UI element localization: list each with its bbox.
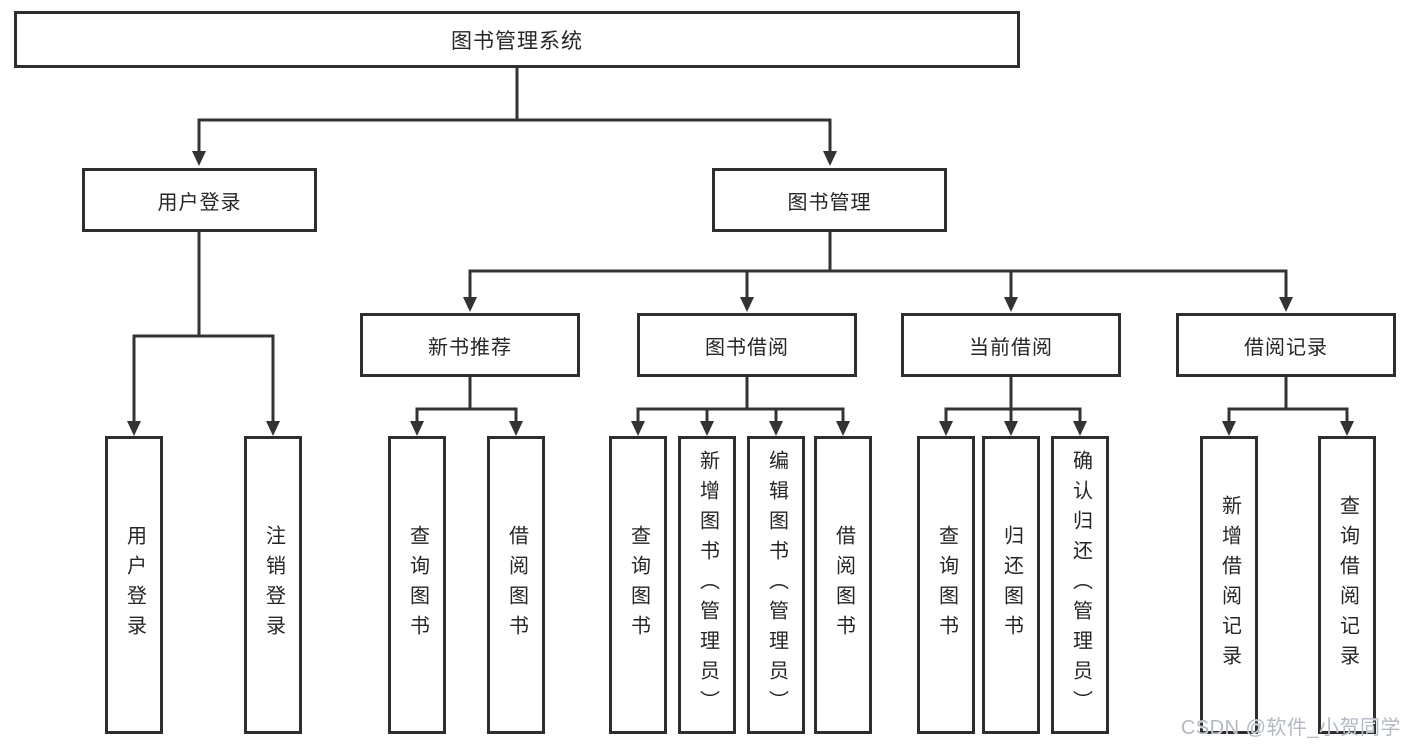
node-leaf-query-books-2: 查询图书: [609, 436, 667, 734]
node-leaf-edit-books-admin: 编辑图书（管理员）: [747, 436, 805, 734]
node-leaf-borrow-books-2: 借阅图书: [814, 436, 872, 734]
node-new-book-recommendation-label: 新书推荐: [428, 336, 512, 359]
node-current-borrowing-label: 当前借阅: [969, 336, 1053, 359]
node-root-label: 图书管理系统: [451, 29, 583, 53]
node-leaf-query-borrow-record-label: 查询借阅记录: [1336, 495, 1359, 675]
node-leaf-borrow-books-1-label: 借阅图书: [505, 525, 528, 645]
node-leaf-confirm-return-admin: 确认归还（管理员）: [1051, 436, 1109, 734]
node-leaf-query-books-1-label: 查询图书: [406, 525, 429, 645]
node-leaf-add-borrow-record-label: 新增借阅记录: [1218, 495, 1241, 675]
node-user-login: 用户登录: [82, 168, 317, 232]
node-leaf-borrow-books-1: 借阅图书: [487, 436, 545, 734]
node-leaf-user-login: 用户登录: [105, 436, 163, 734]
node-book-management-label: 图书管理: [787, 191, 872, 214]
node-current-borrowing: 当前借阅: [901, 313, 1121, 377]
node-book-borrowing: 图书借阅: [637, 313, 857, 377]
node-leaf-borrow-books-2-label: 借阅图书: [832, 525, 855, 645]
node-borrowing-records: 借阅记录: [1176, 313, 1396, 377]
node-new-book-recommendation: 新书推荐: [360, 313, 580, 377]
node-leaf-query-books-1: 查询图书: [388, 436, 446, 734]
node-leaf-user-login-label: 用户登录: [123, 525, 146, 645]
node-leaf-edit-books-admin-label: 编辑图书（管理员）: [765, 450, 788, 720]
node-leaf-query-borrow-record: 查询借阅记录: [1318, 436, 1376, 734]
node-leaf-add-books-admin: 新增图书（管理员）: [678, 436, 736, 734]
node-leaf-logout-label: 注销登录: [262, 525, 285, 645]
node-leaf-add-borrow-record: 新增借阅记录: [1200, 436, 1258, 734]
node-user-login-label: 用户登录: [157, 191, 242, 214]
node-leaf-query-books-3: 查询图书: [917, 436, 975, 734]
node-leaf-confirm-return-admin-label: 确认归还（管理员）: [1069, 450, 1092, 720]
watermark-text: CSDN @软件_小贺同学: [1180, 717, 1401, 739]
node-borrowing-records-label: 借阅记录: [1244, 336, 1328, 359]
node-book-borrowing-label: 图书借阅: [705, 336, 789, 359]
node-root: 图书管理系统: [14, 11, 1020, 68]
node-leaf-add-books-admin-label: 新增图书（管理员）: [696, 450, 719, 720]
node-leaf-logout: 注销登录: [244, 436, 302, 734]
node-leaf-query-books-2-label: 查询图书: [627, 525, 650, 645]
node-book-management: 图书管理: [712, 168, 947, 232]
node-leaf-return-books: 归还图书: [982, 436, 1040, 734]
node-leaf-query-books-3-label: 查询图书: [935, 525, 958, 645]
node-leaf-return-books-label: 归还图书: [1000, 525, 1023, 645]
